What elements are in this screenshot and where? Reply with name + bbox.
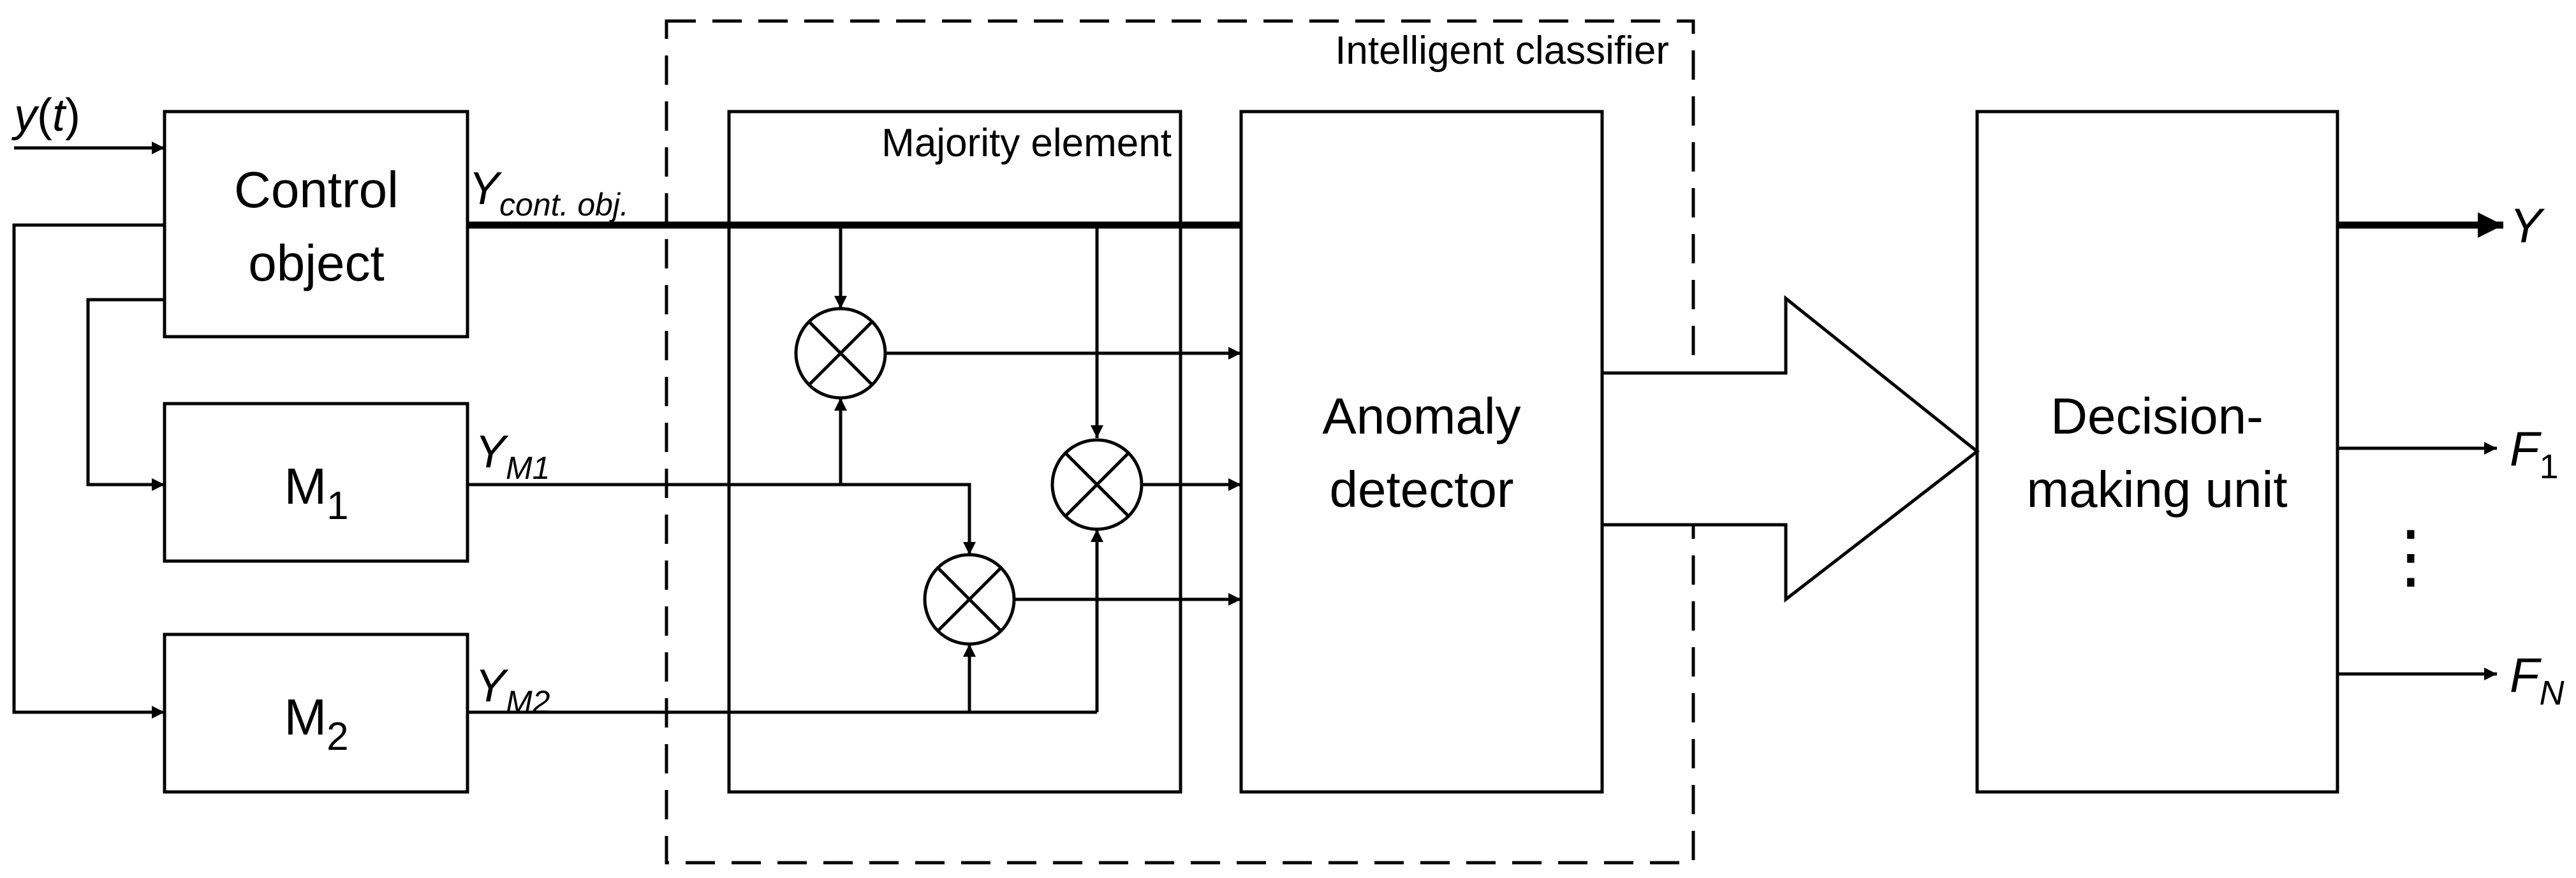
anomaly-detector-label-2: detector (1329, 461, 1513, 518)
anomaly-detector-block (1239, 110, 1604, 794)
decision-making-unit-block (1975, 110, 2339, 794)
model-2-block (163, 633, 469, 794)
y-m1-label: YM1 (475, 427, 550, 486)
model-1-block (163, 402, 469, 563)
output-f1-label: F1 (2510, 422, 2558, 486)
output-ellipsis: ⋮ (2376, 517, 2446, 596)
y-cont-obj-label: Ycont. obj. (469, 163, 629, 223)
intelligent-classifier-label: Intelligent classifier (1335, 29, 1669, 73)
decision-making-unit-label-2: making unit (2026, 461, 2287, 518)
y-m2-label: YM2 (475, 661, 550, 720)
feed-to-model-1 (86, 298, 165, 491)
output-y-label: Y (2510, 199, 2545, 253)
output-fn-label: FN (2510, 648, 2565, 712)
model-1-label: M1 (284, 458, 348, 528)
decision-making-unit-label-1: Decision- (2050, 388, 2263, 444)
control-object-label-1: Control (234, 161, 399, 218)
control-object-block (163, 110, 469, 339)
tap-m1-to-c3 (841, 483, 976, 555)
input-signal-label: y(t) (11, 90, 80, 141)
control-object-label-2: object (248, 235, 384, 291)
feed-to-model-2 (12, 223, 165, 719)
comparator-1 (794, 307, 887, 400)
anomaly-detector-label-1: Anomaly (1322, 388, 1520, 444)
majority-element-label: Majority element (881, 121, 1172, 165)
comparator-2 (1050, 438, 1144, 531)
comparator-3 (923, 553, 1016, 646)
anomaly-to-decision-arrow (1600, 295, 1980, 603)
majority-element-frame (727, 110, 1182, 794)
model-2-label: M2 (284, 689, 348, 759)
